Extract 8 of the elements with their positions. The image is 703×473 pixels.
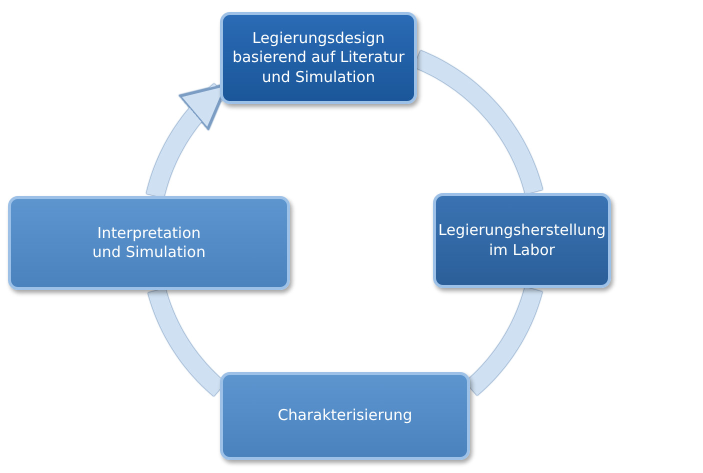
process-box (8, 196, 290, 290)
process-box (220, 12, 417, 104)
box-label: Charakterisierung (276, 406, 414, 426)
box-label: Legierungsherstellung im Labor (437, 221, 607, 260)
box-label: Interpretation und Simulation (91, 224, 207, 262)
process-box (220, 372, 470, 460)
process-box (433, 193, 611, 288)
box-label: Legierungsdesign basierend auf Literatur und Simulation (231, 28, 406, 88)
